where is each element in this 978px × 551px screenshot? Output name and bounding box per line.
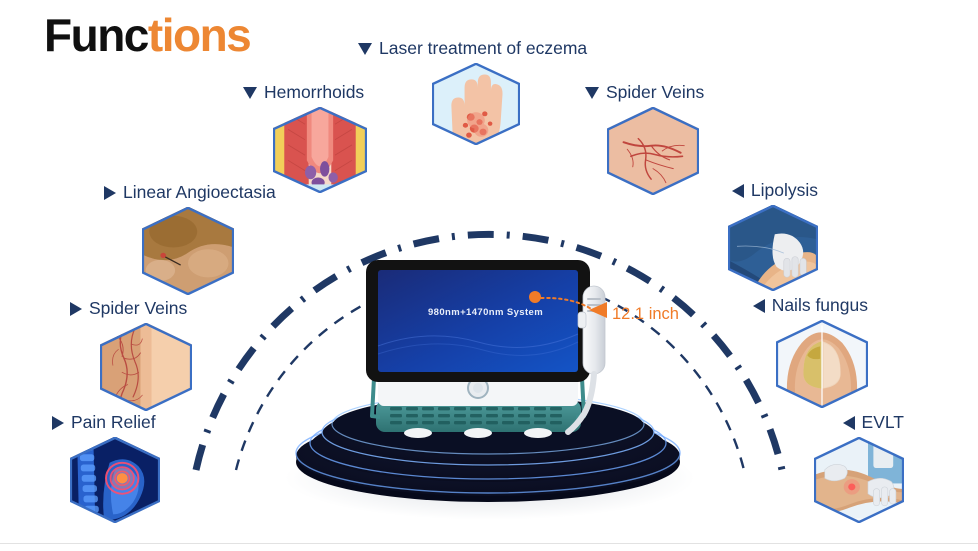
callout-dotted-path <box>540 296 594 311</box>
page-title: Functions <box>44 9 252 61</box>
eczema-hand-illustration <box>432 62 520 145</box>
feature-label-text: Nails fungus <box>771 295 868 315</box>
feature-spider-veins-left[interactable]: Spider Veins <box>70 298 192 411</box>
feature-label-text: Lipolysis <box>750 180 818 200</box>
evlt-leg-laser-photo <box>814 436 904 523</box>
feature-label-text: Hemorrhoids <box>264 82 365 102</box>
feature-label-row: EVLT <box>796 412 904 432</box>
device-screen <box>378 270 578 372</box>
feature-pain-relief[interactable]: Pain Relief <box>52 412 160 523</box>
page-title-part-2: tions <box>147 9 252 61</box>
feature-laser-treatment-of-eczema[interactable]: Laser treatment of eczema <box>358 38 588 145</box>
feature-label-text: Pain Relief <box>71 412 156 432</box>
nail-fungus-photo <box>776 319 868 408</box>
page-title-part-1: Func <box>44 9 149 61</box>
feature-label-row: Pain Relief <box>52 412 160 432</box>
triangle-right-icon <box>104 185 116 200</box>
feature-label-text: Spider Veins <box>606 82 705 102</box>
feature-label-row: Nails fungus <box>748 295 868 315</box>
feature-label-row: Linear Angioectasia <box>104 182 276 202</box>
feature-label-text: Linear Angioectasia <box>123 182 276 202</box>
feature-evlt[interactable]: EVLT <box>796 412 904 523</box>
triangle-right-icon <box>52 415 64 430</box>
callout-leader-line <box>529 291 607 318</box>
feature-thumbnail[interactable] <box>607 106 699 195</box>
callout-label: 12.1 inch <box>612 305 679 323</box>
triangle-left-icon <box>752 298 765 313</box>
feature-label-row: Laser treatment of eczema <box>358 38 588 58</box>
feature-nails-fungus[interactable]: Nails fungus <box>748 295 868 408</box>
triangle-left-icon <box>842 415 855 430</box>
triangle-left-icon <box>731 183 744 198</box>
feature-spider-veins-right[interactable]: Spider Veins <box>585 82 705 195</box>
feature-thumbnail[interactable] <box>728 204 818 291</box>
triangle-down-icon <box>243 86 257 99</box>
lipolysis-surgery-photo <box>728 204 818 291</box>
device-base-panel <box>376 400 581 438</box>
callout-origin-dot <box>529 291 541 303</box>
feature-label-row: Hemorrhoids <box>243 82 367 102</box>
feature-label-row: Spider Veins <box>585 82 705 102</box>
footer-divider <box>0 543 978 544</box>
angioectasia-endoscopy-photo <box>142 206 234 295</box>
feature-label-text: Laser treatment of eczema <box>379 38 588 58</box>
feature-linear-angioectasia[interactable]: Linear Angioectasia <box>104 182 276 295</box>
spider-veins-leg-photo <box>100 322 192 411</box>
feature-label-row: Spider Veins <box>70 298 192 318</box>
feature-label-text: EVLT <box>861 412 904 432</box>
feature-label-row: Lipolysis <box>700 180 818 200</box>
laser-device-image: 980nm+1470nm System <box>285 260 695 520</box>
spider-veins-face-photo <box>607 106 699 195</box>
triangle-down-icon <box>585 86 599 99</box>
device-body <box>370 376 586 419</box>
feature-thumbnail[interactable] <box>100 322 192 411</box>
feature-lipolysis[interactable]: Lipolysis <box>700 180 818 291</box>
feature-label-text: Spider Veins <box>89 298 188 318</box>
feature-thumbnail[interactable] <box>142 206 234 295</box>
triangle-right-icon <box>70 301 82 316</box>
feature-thumbnail[interactable] <box>70 436 160 523</box>
feature-thumbnail[interactable] <box>432 62 520 145</box>
hemorrhoids-illustration <box>273 106 367 193</box>
feature-thumbnail[interactable] <box>776 319 868 408</box>
feature-thumbnail[interactable] <box>273 106 367 193</box>
pain-relief-xray-illustration <box>70 436 160 523</box>
feature-thumbnail[interactable] <box>814 436 904 523</box>
triangle-down-icon <box>358 42 372 55</box>
device-screen-text: 980nm+1470nm System <box>428 307 543 318</box>
callout-arrow-icon <box>589 302 607 318</box>
feature-hemorrhoids[interactable]: Hemorrhoids <box>243 82 367 193</box>
